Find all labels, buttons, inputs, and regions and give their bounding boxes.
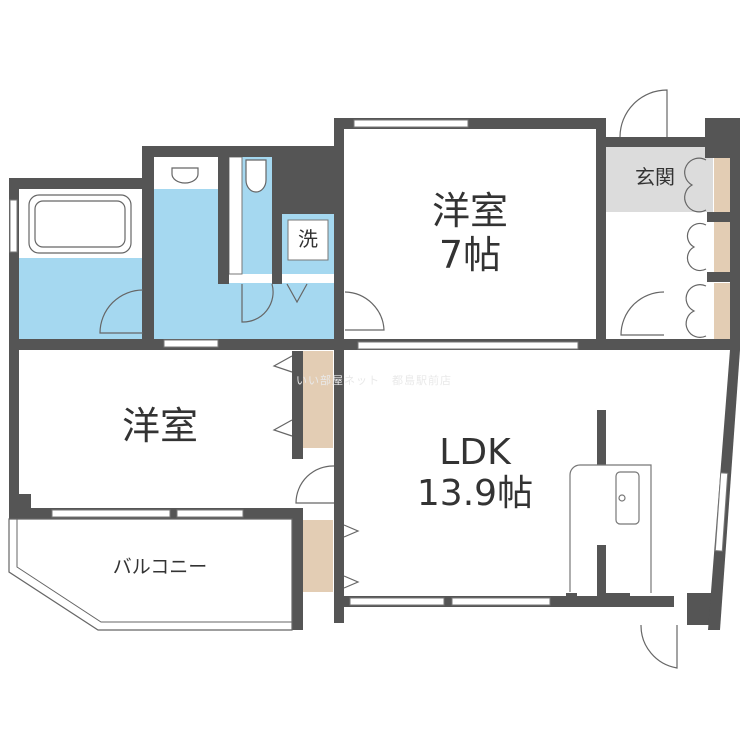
room-name: 玄関	[635, 165, 675, 189]
doors	[99, 89, 707, 669]
room-name: 洗	[298, 227, 318, 251]
room-label-washer: 洗	[288, 228, 328, 251]
washroom	[152, 157, 335, 340]
room-name: バルコニー	[112, 556, 208, 578]
room-label-ldk: LDK 13.9帖	[395, 432, 555, 515]
washer-space	[282, 214, 334, 274]
windows	[9, 119, 729, 606]
entrance-floor	[606, 147, 713, 212]
room-label-entrance: 玄関	[620, 166, 690, 189]
toilet	[228, 146, 272, 275]
room-name: 洋室	[121, 404, 198, 448]
room-label-balcony: バルコニー	[95, 556, 225, 579]
kitchen-counter	[569, 464, 652, 593]
room-label-western-1: 洋室 7帖	[410, 189, 530, 277]
room-size: 7帖	[438, 232, 502, 277]
room-label-western-2: 洋室	[100, 404, 220, 449]
watermark: いい部屋ネット 都島駅前店	[296, 374, 452, 387]
room-size: 13.9帖	[416, 473, 534, 515]
bathroom	[19, 188, 143, 340]
closets	[303, 157, 732, 592]
room-name: LDK	[439, 432, 511, 473]
room-name: 洋室	[431, 189, 508, 233]
